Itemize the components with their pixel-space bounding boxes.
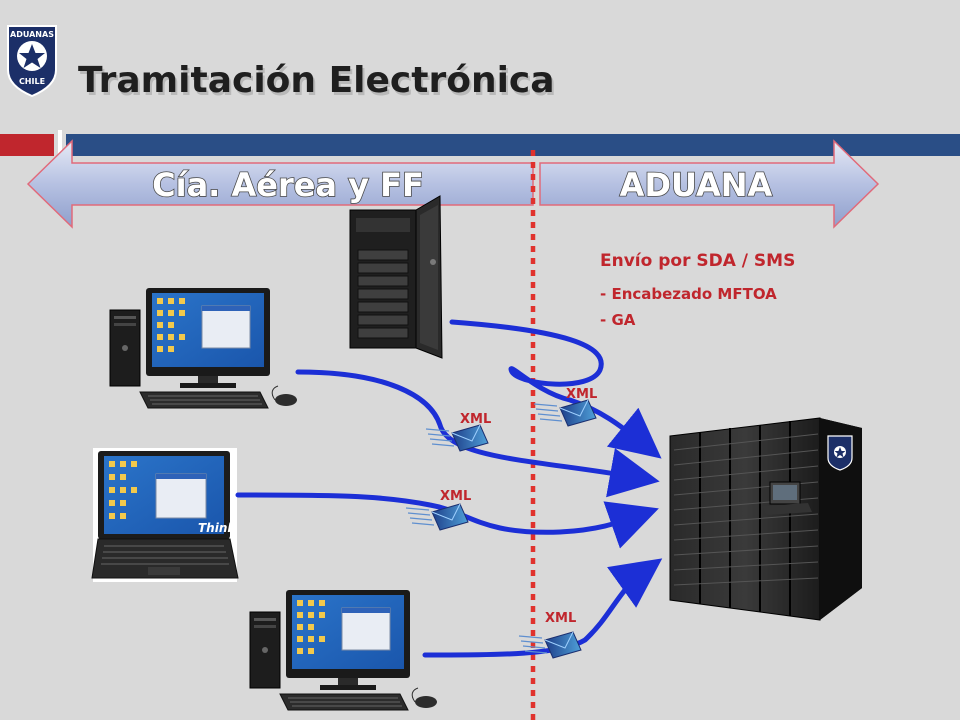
- header-divider: [58, 130, 62, 160]
- left-section-label: Cía. Aérea y FF: [152, 166, 424, 204]
- tower-server-icon: [349, 195, 443, 359]
- right-section-arrow: ADUANA: [539, 139, 880, 229]
- logo-line1: ADUANAS: [10, 30, 54, 39]
- datacenter-rack-icon: [669, 417, 862, 621]
- header-red-block: [0, 134, 54, 156]
- aduana-logo-icon: ADUANAS CHILE: [7, 25, 57, 98]
- right-section-label: ADUANA: [620, 166, 773, 204]
- desktop-pc-icon-2: [249, 589, 438, 711]
- xml-envelope-icon-2: [425, 424, 489, 452]
- desktop-pc-icon-1: [109, 287, 298, 409]
- logo-line2: CHILE: [19, 77, 45, 86]
- connector-desktop2-to-rack: [422, 558, 663, 658]
- page-title: Tramitación Electrónica: [78, 60, 555, 101]
- page-title-shadow: Tramitación Electrónica: [80, 63, 557, 104]
- xml-label-4: XML: [545, 611, 576, 626]
- envio-title: Envío por SDA / SMS: [600, 251, 795, 271]
- xml-label-1: XML: [566, 387, 597, 402]
- envio-item-1: - Encabezado MFTOA: [600, 285, 777, 303]
- xml-envelope-icon-1: [533, 399, 597, 427]
- left-section-arrow: Cía. Aérea y FF: [26, 139, 534, 229]
- xml-label-2: XML: [460, 412, 491, 427]
- connector-desktop1-to-rack: [295, 369, 660, 498]
- header-blue-bar: [66, 134, 960, 156]
- xml-label-3: XML: [440, 489, 471, 504]
- laptop-brand: Think: [198, 521, 236, 535]
- laptop-icon: Think: [91, 448, 239, 582]
- envio-item-2: - GA: [600, 311, 636, 329]
